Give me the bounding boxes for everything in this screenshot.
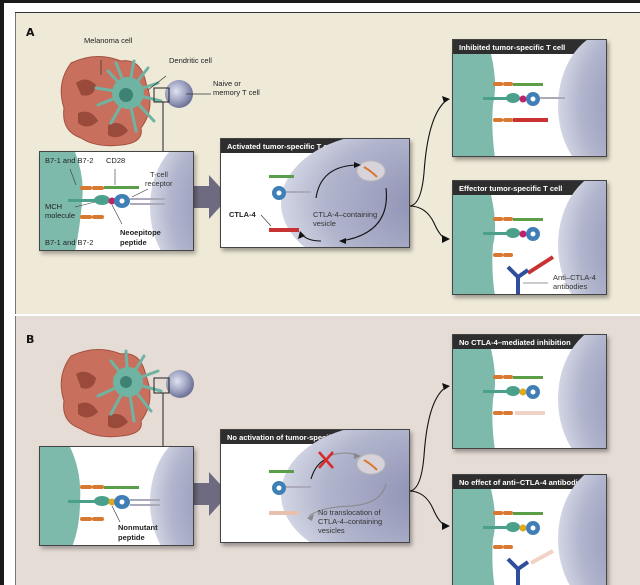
- label-mhc-line2: molecule: [45, 211, 76, 220]
- panel-letter-a: A: [26, 26, 35, 39]
- label-cd28: CD28: [106, 156, 126, 165]
- label-melanoma-cell: Melanoma cell: [84, 36, 133, 45]
- synapse-inset-b: Nonmutant peptide: [39, 446, 194, 546]
- dendritic-membrane: [40, 152, 83, 250]
- label-b7-bottom: B7-1 and B7-2: [45, 238, 94, 247]
- activated-t-cell-box: Activated tumor-specific T cell CTLA-4 C…: [220, 138, 410, 248]
- tcr-receptor: [272, 186, 311, 200]
- effector-t-cell-box: Effector tumor-specific T cell Anti–CTLA…: [452, 180, 607, 295]
- neoepitope-peptide: [108, 197, 116, 205]
- panel-b: B: [15, 316, 640, 585]
- figure-frame-left: [0, 0, 4, 585]
- box-title: No effect of anti–CTLA-4 antibodies: [453, 475, 606, 489]
- dendritic-cell: [94, 59, 163, 133]
- label-antibody-line1: Anti–CTLA-4: [553, 273, 596, 282]
- ctla4-receptor: [269, 228, 299, 232]
- label-vesicle-line1: CTLA-4–containing: [313, 210, 378, 219]
- zoom-inset-marker: [153, 87, 170, 103]
- synapse-inset-a: B7-1 and B7-2 CD28 T-cell receptor MCH m…: [39, 151, 194, 251]
- inhibited-t-cell-box: Inhibited tumor-specific T cell: [452, 39, 607, 157]
- no-activation-box: No activation of tumor-specific T cell N…: [220, 429, 410, 543]
- panel-b-overview: [60, 349, 450, 530]
- header-rule: [15, 12, 640, 13]
- label-note-line1: No translocation of: [318, 508, 381, 517]
- box-title: Effector tumor-specific T cell: [453, 181, 606, 195]
- mhc-tcr-complex: [68, 194, 165, 208]
- panel-a: A: [15, 13, 640, 314]
- label-vesicle-line2: vesicle: [313, 219, 336, 228]
- no-inhibition-box: No CTLA-4–mediated inhibition: [452, 334, 607, 449]
- blocked-x-icon: [318, 451, 334, 469]
- fork-arrows-b: [408, 385, 449, 527]
- fork-arrows-a: [408, 98, 449, 240]
- label-nonmutant-line1: Nonmutant: [118, 523, 158, 532]
- label-nonmutant-line2: peptide: [118, 533, 145, 542]
- box-title: Inhibited tumor-specific T cell: [453, 40, 606, 54]
- arrowhead: [442, 235, 450, 243]
- b7-cd28-pair-top: [80, 186, 139, 190]
- b7-pair-bottom: [80, 215, 104, 219]
- box-title: No CTLA-4–mediated inhibition: [453, 335, 606, 349]
- panel-a-overview: [60, 56, 450, 243]
- label-b7-top: B7-1 and B7-2: [45, 156, 94, 165]
- label-tcell-line1: Naive or: [213, 79, 241, 88]
- arrowhead: [442, 522, 450, 530]
- label-neoepitope-line1: Neoepitope: [120, 228, 161, 237]
- label-note-line3: vesicles: [318, 526, 345, 535]
- figure-frame-top: [0, 0, 640, 3]
- tcell-membrane: [150, 152, 193, 250]
- naive-t-cell: [165, 80, 193, 108]
- cd28-receptor: [269, 175, 294, 178]
- label-tcr-line1: T-cell: [150, 170, 168, 179]
- anti-ctla4-antibody: [506, 265, 530, 294]
- arrowhead: [442, 383, 450, 390]
- naive-t-cell: [166, 370, 194, 398]
- zoom-inset-marker: [153, 377, 170, 394]
- block-arrow-a: [194, 175, 229, 219]
- label-dendritic-cell: Dendritic cell: [169, 56, 212, 65]
- label-neoepitope-line2: peptide: [120, 238, 147, 247]
- nonmutant-peptide: [108, 498, 116, 506]
- block-arrow-b: [194, 472, 229, 516]
- label-ctla4: CTLA-4: [229, 210, 256, 219]
- label-antibody-line2: antibodies: [553, 282, 588, 291]
- label-note-line2: CTLA-4–containing: [318, 517, 383, 526]
- label-tcell-line2: memory T cell: [213, 88, 260, 97]
- no-antibody-effect-box: No effect of anti–CTLA-4 antibodies: [452, 474, 607, 585]
- panel-letter-b: B: [26, 333, 35, 346]
- arrowhead: [442, 96, 450, 103]
- label-tcr-line2: receptor: [145, 179, 173, 188]
- faded-ctla4: [269, 511, 299, 515]
- anti-ctla4-antibody: [506, 557, 530, 585]
- dendritic-cell: [96, 349, 163, 423]
- label-mhc-line1: MCH: [45, 202, 63, 211]
